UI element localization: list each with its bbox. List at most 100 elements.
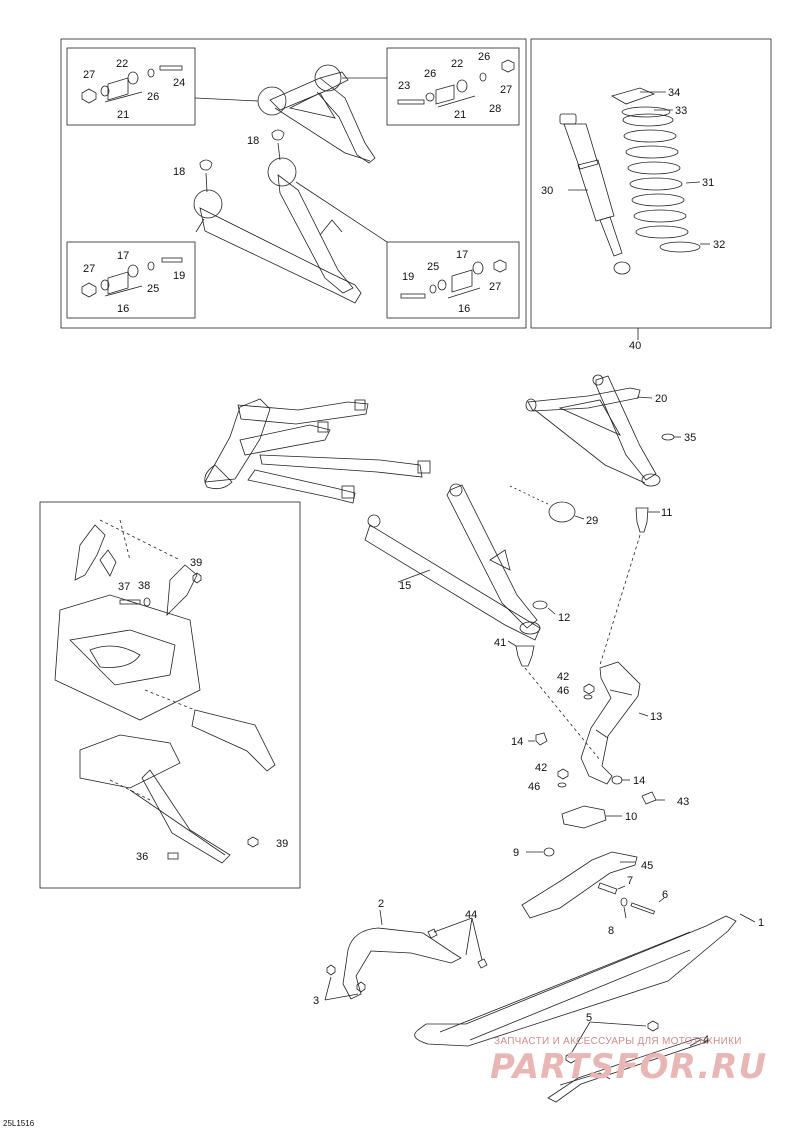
nut-9 [543, 847, 555, 857]
ball-joint-upper [635, 507, 649, 533]
hardware-box-bottom-right [386, 241, 520, 319]
callout-20: 20 [655, 393, 667, 405]
spacer-7 [597, 882, 618, 895]
callout-21-right: 21 [454, 109, 466, 121]
callout-2: 2 [378, 898, 384, 910]
callout-37: 37 [118, 581, 130, 593]
lower-a-arm [364, 483, 541, 641]
bolt-44-b [477, 958, 488, 969]
washer-46-lower [557, 782, 567, 788]
callout-6: 6 [662, 889, 668, 901]
nut-39-lower [247, 836, 259, 848]
callout-3: 3 [313, 995, 319, 1007]
callout-25-right: 25 [427, 261, 439, 273]
retaining-ring-12 [532, 600, 548, 610]
washer-46-upper [583, 694, 593, 700]
nut-42-lower [557, 768, 569, 780]
callout-27-b: 27 [500, 84, 512, 96]
callout-26-left: 26 [147, 91, 159, 103]
ski-wear-pad [561, 805, 607, 829]
grommet-upper [271, 129, 285, 141]
callout-10: 10 [625, 811, 637, 823]
callout-38: 38 [138, 580, 150, 592]
callout-26-right: 26 [478, 51, 490, 63]
washer-8 [620, 897, 628, 907]
callout-4: 4 [703, 1034, 709, 1046]
callout-42-lower: 42 [535, 762, 547, 774]
callout-41: 41 [494, 637, 506, 649]
bushing-43 [641, 791, 657, 805]
callout-27-c: 27 [83, 263, 95, 275]
callout-45: 45 [641, 860, 653, 872]
callout-39-upper: 39 [190, 557, 202, 569]
bolt-36 [167, 852, 179, 860]
callout-18-lower: 18 [173, 166, 185, 178]
bolt-37 [119, 599, 141, 605]
grommet-lower [199, 159, 213, 171]
nut-39-upper [192, 572, 202, 584]
callout-16-right: 16 [458, 303, 470, 315]
hardware-row-upper-left [81, 65, 183, 104]
nut-3-b [356, 981, 366, 993]
callout-14-left: 14 [511, 736, 523, 748]
spring-retainer [659, 241, 701, 253]
shock-absorber [559, 113, 631, 275]
callout-40: 40 [629, 340, 641, 352]
lower-a-arm-detail [193, 157, 362, 304]
watermark-tagline: ЗАПЧАСТИ И АКСЕССУАРЫ ДЛЯ МОТОТЕХНИКИ [494, 1036, 742, 1047]
bolt-44-a [427, 928, 438, 939]
hardware-row-upper-right [397, 59, 515, 108]
callout-24: 24 [173, 77, 185, 89]
callout-29: 29 [586, 515, 598, 527]
callout-25-left: 25 [147, 283, 159, 295]
retaining-ring-35 [661, 433, 675, 441]
callout-27-a: 27 [83, 69, 95, 81]
callout-23: 23 [398, 80, 410, 92]
callout-17-right: 17 [456, 249, 468, 261]
callout-12: 12 [558, 612, 570, 624]
bumper [548, 501, 576, 523]
callout-42-upper: 42 [557, 671, 569, 683]
frame-mount-assembly [54, 519, 276, 864]
callout-19-left: 19 [173, 270, 185, 282]
callout-26-mid: 26 [424, 68, 436, 80]
frame-mount-detail-frame [39, 501, 301, 889]
callout-13: 13 [650, 711, 662, 723]
callout-5: 5 [586, 1012, 592, 1024]
ski-leg [521, 851, 638, 919]
callout-28: 28 [489, 103, 501, 115]
callout-31: 31 [702, 177, 714, 189]
callout-8: 8 [608, 925, 614, 937]
callout-27-d: 27 [489, 281, 501, 293]
bushing-14-right [611, 775, 623, 785]
callout-43: 43 [677, 796, 689, 808]
figure-code: 25L1516 [3, 1119, 35, 1128]
upper-a-arm [525, 374, 661, 487]
callout-35: 35 [684, 432, 696, 444]
callout-14-right: 14 [633, 775, 645, 787]
callout-16-left: 16 [117, 303, 129, 315]
nut-42-upper [583, 683, 595, 695]
watermark-logo: PARTSFOR.RU [490, 1047, 768, 1087]
bolt-6 [630, 902, 656, 915]
washer-38 [143, 597, 151, 607]
callout-18-upper: 18 [247, 135, 259, 147]
callout-7: 7 [627, 875, 633, 887]
callout-22-right: 22 [451, 58, 463, 70]
callout-44: 44 [465, 909, 477, 921]
callout-1: 1 [758, 917, 764, 929]
callout-labels: 1 2 3 4 5 6 7 8 9 10 11 12 13 14 14 15 1… [83, 51, 764, 1046]
callout-11: 11 [661, 507, 672, 519]
callout-19-right: 19 [402, 271, 414, 283]
nut-5-b [565, 1052, 577, 1064]
hardware-box-bottom-left [66, 241, 196, 319]
callout-46-upper: 46 [557, 685, 569, 697]
hardware-row-lower-right [400, 259, 507, 299]
hardware-box-top-right [386, 47, 520, 126]
callout-33: 33 [675, 105, 687, 117]
callout-21-left: 21 [117, 109, 129, 121]
ski [414, 913, 756, 1086]
upper-arms-detail-frame [60, 38, 527, 329]
callout-39-lower: 39 [276, 838, 288, 850]
